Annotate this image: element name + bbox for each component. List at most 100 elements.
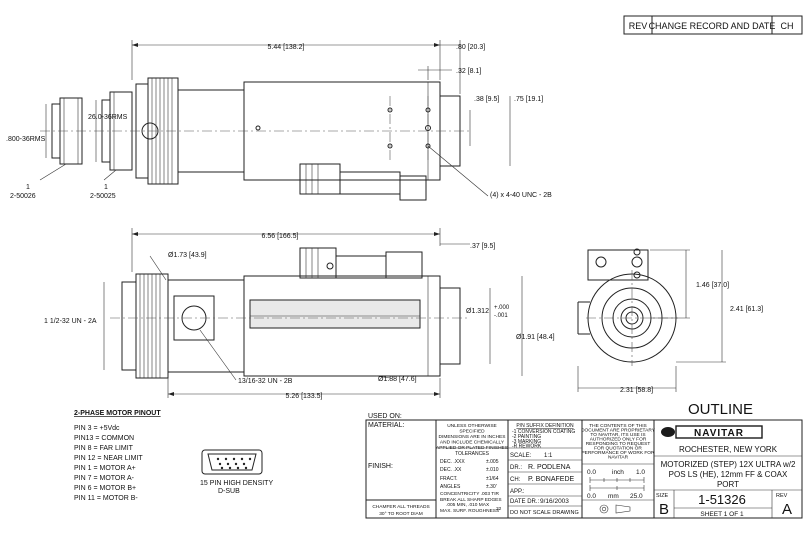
tol-value: ±.005 <box>486 459 499 465</box>
revision-block: REV CHANGE RECORD AND DATE CH <box>623 15 803 35</box>
top-dim-length: 5.44 [138.2] <box>268 44 305 51</box>
top-thread-mid: 26.0-36RMS <box>88 114 128 121</box>
top-thread-left: .800-36RMS <box>6 136 46 143</box>
front-dim-dia-top: Ø1.73 [43.9] <box>168 252 207 259</box>
scale-label: SCALE: <box>510 453 532 459</box>
drawing-number: 1-51326 <box>698 492 746 507</box>
lens-body-front <box>121 273 461 379</box>
title-line: POS LS (HE), 12mm FF & COAX <box>669 470 788 479</box>
spec-note-line: SPECIFIED <box>459 429 485 435</box>
pin-row: PIN 12 = NEAR LIMIT <box>74 455 143 462</box>
size-value: B <box>659 501 669 518</box>
front-tol-minus: -.001 <box>494 313 508 319</box>
tol-label: DEC. .XXX <box>440 459 465 465</box>
ch-value: P. BONAFEDE <box>528 476 574 483</box>
top-dim-b: .75 [19.1] <box>514 96 543 103</box>
concentricity: CONCENTRICITY .003 TIR <box>440 491 500 497</box>
app-label: APP.: <box>510 489 525 495</box>
tol-value: ±1/64 <box>486 476 499 482</box>
rev-label: REV <box>776 493 788 499</box>
ch-label: CH: <box>510 477 521 483</box>
tol-label: FRACT. <box>440 476 458 482</box>
top-dim-right-offset: .80 [20.3] <box>456 44 485 51</box>
side-view: 1.46 [37.0] 2.41 [61.3] 2.31 [58.8] <box>577 248 763 394</box>
front-thread: 1 1/2-32 UN - 2A <box>44 318 97 325</box>
proprietary-line: THE CONTENTS OF THIS <box>589 423 646 429</box>
chamfer-note-2: 30° TO ROOT DIAM <box>379 511 423 517</box>
logo-text: NAVITAR <box>694 428 744 439</box>
sheet-label: SHEET 1 OF 1 <box>700 511 744 518</box>
pin-row: PIN 3 = +5Vdc <box>74 425 120 432</box>
part2-no: 2-50025 <box>90 193 116 200</box>
size-label: SIZE <box>656 493 669 499</box>
tol-label: ANGLES <box>440 484 461 490</box>
spec-note-line: DIMENSIONS ARE IN INCHES <box>439 434 506 440</box>
pin-row: PIN 1 = MOTOR A+ <box>74 465 136 472</box>
rev-header: REV <box>629 21 648 31</box>
motor-front <box>299 247 423 279</box>
company-city: ROCHESTER, NEW YORK <box>679 445 778 454</box>
title-line: PORT <box>717 480 739 489</box>
tol-value: ±.30' <box>486 484 497 490</box>
scale-tick-label: 1.0 <box>636 469 645 476</box>
scale-tick-label: 0.0 <box>587 469 596 476</box>
pin-row: PIN 8 = FAR LIMIT <box>74 445 134 452</box>
roughness-val: 32 <box>496 506 502 512</box>
proprietary-line: PERFORMANCE OF WORK FOR <box>581 450 655 456</box>
scale-bar-mm: 0.0 mm 25.0 <box>587 485 645 500</box>
connector-label-1: 15 PIN HIGH DENSITY <box>200 480 273 487</box>
scale-unit-label: inch <box>612 469 624 476</box>
top-dim-a: .38 [9.5] <box>474 96 499 103</box>
proprietary-line: NAVITAR <box>608 455 629 461</box>
front-dim-dia-right: Ø1.91 [48.4] <box>516 334 555 341</box>
spec-note-line: APPLIED OR PLATED FINISHES <box>436 445 508 451</box>
proprietary-line: RESPONDING TO REQUEST <box>586 441 651 447</box>
scale-tick-label: 0.0 <box>587 493 596 500</box>
front-tol-plus: +.000 <box>494 305 510 311</box>
connector-label-2: D-SUB <box>218 488 240 495</box>
front-dim-bore: Ø1.312 <box>466 308 489 315</box>
finish-label: FINISH: <box>368 463 393 470</box>
navitar-logo: NAVITAR <box>661 425 763 439</box>
part1-qty: 1 <box>26 184 30 191</box>
break-edges: BREAK ALL SHARP EDGES <box>440 497 502 503</box>
motor-pinout: 2-PHASE MOTOR PINOUT PIN 3 = +5Vdc PIN13… <box>74 410 273 502</box>
roughness: MAX. SURF. ROUGHNESS <box>440 508 499 514</box>
side-dim-total: 2.41 [61.3] <box>730 306 763 313</box>
suffix-item: -3 MARKING <box>512 439 541 445</box>
motor-connector-top <box>299 163 427 201</box>
suffix-item: -1 CONVERSION COATING <box>512 429 575 435</box>
pinout-title: 2-PHASE MOTOR PINOUT <box>74 410 161 417</box>
suffix-item: -2 PAINTING <box>512 434 541 440</box>
front-dim-dia-bottom: Ø1.88 [47.6] <box>378 376 417 383</box>
front-dim-right: .37 [9.5] <box>470 243 495 250</box>
proprietary-line: FOR QUOTATION OR <box>594 446 642 452</box>
title-line: MOTORIZED (STEP) 12X ULTRA w/2 <box>661 460 796 469</box>
used-on-label: USED ON: <box>368 413 402 420</box>
top-hole-callout: (4) x 4-40 UNC - 2B <box>490 192 552 199</box>
pin-row: PIN13 = COMMON <box>74 435 134 442</box>
tol-label: DEC. .XX <box>440 467 462 473</box>
side-dim-width: 2.31 [58.8] <box>620 387 653 394</box>
suffix-item: -R REWORK <box>512 444 542 450</box>
dsub-connector-icon <box>201 449 263 475</box>
break-edges-vals: .005 MIN, .010 MAX <box>446 502 490 508</box>
title-block: USED ON: MATERIAL: FINISH: UNLESS OTHERW… <box>365 413 803 519</box>
part1-no: 2-50026 <box>10 193 36 200</box>
spec-note-line: AND INCLUDE CHEMICALLY <box>440 440 505 446</box>
top-view: 5.44 [138.2] .80 [20.3] .32 [8.1] .38 [9… <box>6 40 552 201</box>
front-dim-bottom: 5.26 [133.5] <box>286 393 323 400</box>
pin-row: PIN 7 = MOTOR A- <box>74 475 135 482</box>
scale-value: 1:1 <box>544 453 553 459</box>
pin-row: PIN 11 = MOTOR B- <box>74 495 138 502</box>
scale-bar-inch: 0.0 inch 1.0 <box>587 469 645 483</box>
top-dim-small: .32 [8.1] <box>456 68 481 75</box>
spec-note-line: UNLESS OTHERWISE <box>447 423 497 429</box>
date-value: 9/16/2003 <box>540 498 569 505</box>
material-label: MATERIAL: <box>368 422 404 429</box>
front-dim-length: 6.56 [166.5] <box>262 233 299 240</box>
pin-row: PIN 6 = MOTOR B+ <box>74 485 136 492</box>
dr-label: DR.: <box>510 465 522 471</box>
